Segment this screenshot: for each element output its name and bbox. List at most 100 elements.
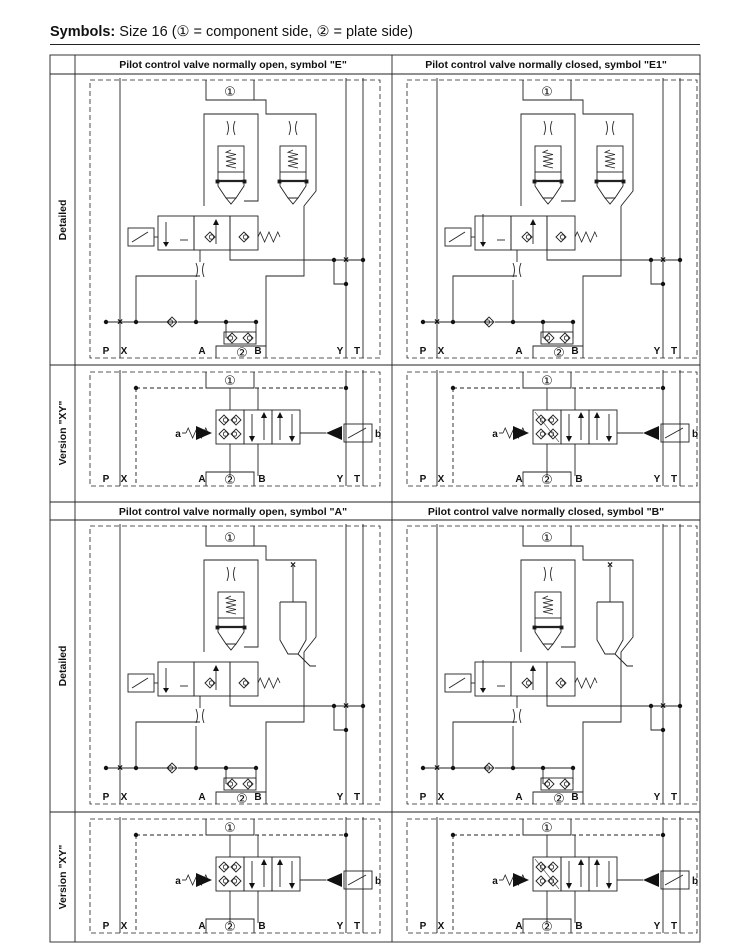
solenoid-symbol [444,673,472,693]
port-x-label: X [438,474,445,485]
table-frame [49,54,701,943]
check-valve-symbol [555,677,567,689]
port-b-label: B [575,921,582,932]
port-b-label: B [254,346,261,357]
title-bold: Symbols: [50,24,116,40]
port-a-label: A [198,346,205,357]
check-valve-symbol [535,861,547,873]
check-valve-symbol [230,861,242,873]
check-valve-symbol [547,861,559,873]
logic-cartridge-symbol [594,145,626,205]
port-x-label: X [438,921,445,932]
check-valve-symbol [218,875,230,887]
check-valve-symbol [230,428,242,440]
shuttle-valve-symbol [540,777,574,791]
port-b-label: B [575,474,582,485]
check-valve-symbol [218,428,230,440]
header-symbol-a: Pilot control valve normally open, symbo… [119,506,347,518]
cross-marker: × [117,317,123,328]
port-a-label: A [198,474,205,485]
port-t-label: T [671,921,677,932]
cross-marker: × [660,701,666,712]
cross-marker: × [660,255,666,266]
solenoid-a-label: a [492,876,498,887]
orifice-symbol [195,262,205,278]
spring-symbol [224,595,237,615]
port-b-label: B [258,921,265,932]
check-valve-symbol [559,778,571,790]
check-valve-symbol [166,316,178,328]
plain-cartridge-symbol: × [596,560,633,667]
junction-dot [660,281,666,287]
title-text: Size 16 (① = component side, ② = plate s… [119,24,413,40]
check-valve-symbol [230,875,242,887]
check-valve-symbol [218,861,230,873]
spring-symbol [541,149,554,169]
main-valve-body [499,409,690,445]
logic-cartridge-symbol [215,145,247,205]
port-t-label: T [354,346,360,357]
orifice-symbol [605,120,615,136]
port-p-label: P [420,474,427,485]
port-two-label: ② [541,920,553,935]
port-a-label: A [515,921,522,932]
junction-dot [343,832,349,838]
shuttle-valve-symbol [223,777,257,791]
solenoid-symbol [343,423,373,443]
solenoid-symbol [127,227,155,247]
check-valve-symbol [166,762,178,774]
check-valve-symbol [521,231,533,243]
check-valve-symbol [535,414,547,426]
shuttle-valve-symbol [223,331,257,345]
check-valve-symbol [218,414,230,426]
port-x-label: X [121,346,128,357]
orifice-symbol [543,566,553,582]
junction-dot [677,703,683,709]
junction-dot [660,727,666,733]
junction-dot [343,727,349,733]
port-two-label: ② [553,792,565,807]
spring-symbol [224,149,237,169]
port-two-label: ② [236,346,248,361]
port-p-label: P [103,474,110,485]
port-x-label: X [121,792,128,803]
port-two-label: ② [553,346,565,361]
port-t-label: T [671,346,677,357]
solenoid-symbol [343,870,373,890]
port-b-label: B [254,792,261,803]
port-p-label: P [420,346,427,357]
main-valve-body [182,856,373,892]
port-y-label: Y [337,921,344,932]
pilot-directional-valve [127,215,281,251]
cross-marker: × [343,701,349,712]
cross-marker: × [290,560,296,571]
solenoid-symbol [444,227,472,247]
orifice-symbol [195,708,205,724]
page-title: Symbols: Size 16 (① = component side, ② … [50,24,413,40]
port-two-label: ② [236,792,248,807]
port-one-label: ① [224,531,236,546]
check-valve-symbol [242,778,254,790]
port-x-label: X [438,792,445,803]
port-p-label: P [103,346,110,357]
port-a-label: A [198,921,205,932]
port-x-label: X [121,474,128,485]
logic-cartridge-symbol [215,591,247,651]
check-valve-symbol [204,231,216,243]
check-valve-symbol [555,231,567,243]
junction-dot [360,703,366,709]
check-valve-symbol [230,414,242,426]
spring-symbol [286,149,299,169]
port-y-label: Y [654,474,661,485]
orifice-symbol [288,120,298,136]
port-y-label: Y [337,474,344,485]
port-two-label: ② [224,473,236,488]
check-valve-symbol [226,778,238,790]
port-t-label: T [671,792,677,803]
check-valve-symbol [226,332,238,344]
port-a-label: A [515,792,522,803]
port-y-label: Y [337,792,344,803]
check-valve-symbol [483,762,495,774]
